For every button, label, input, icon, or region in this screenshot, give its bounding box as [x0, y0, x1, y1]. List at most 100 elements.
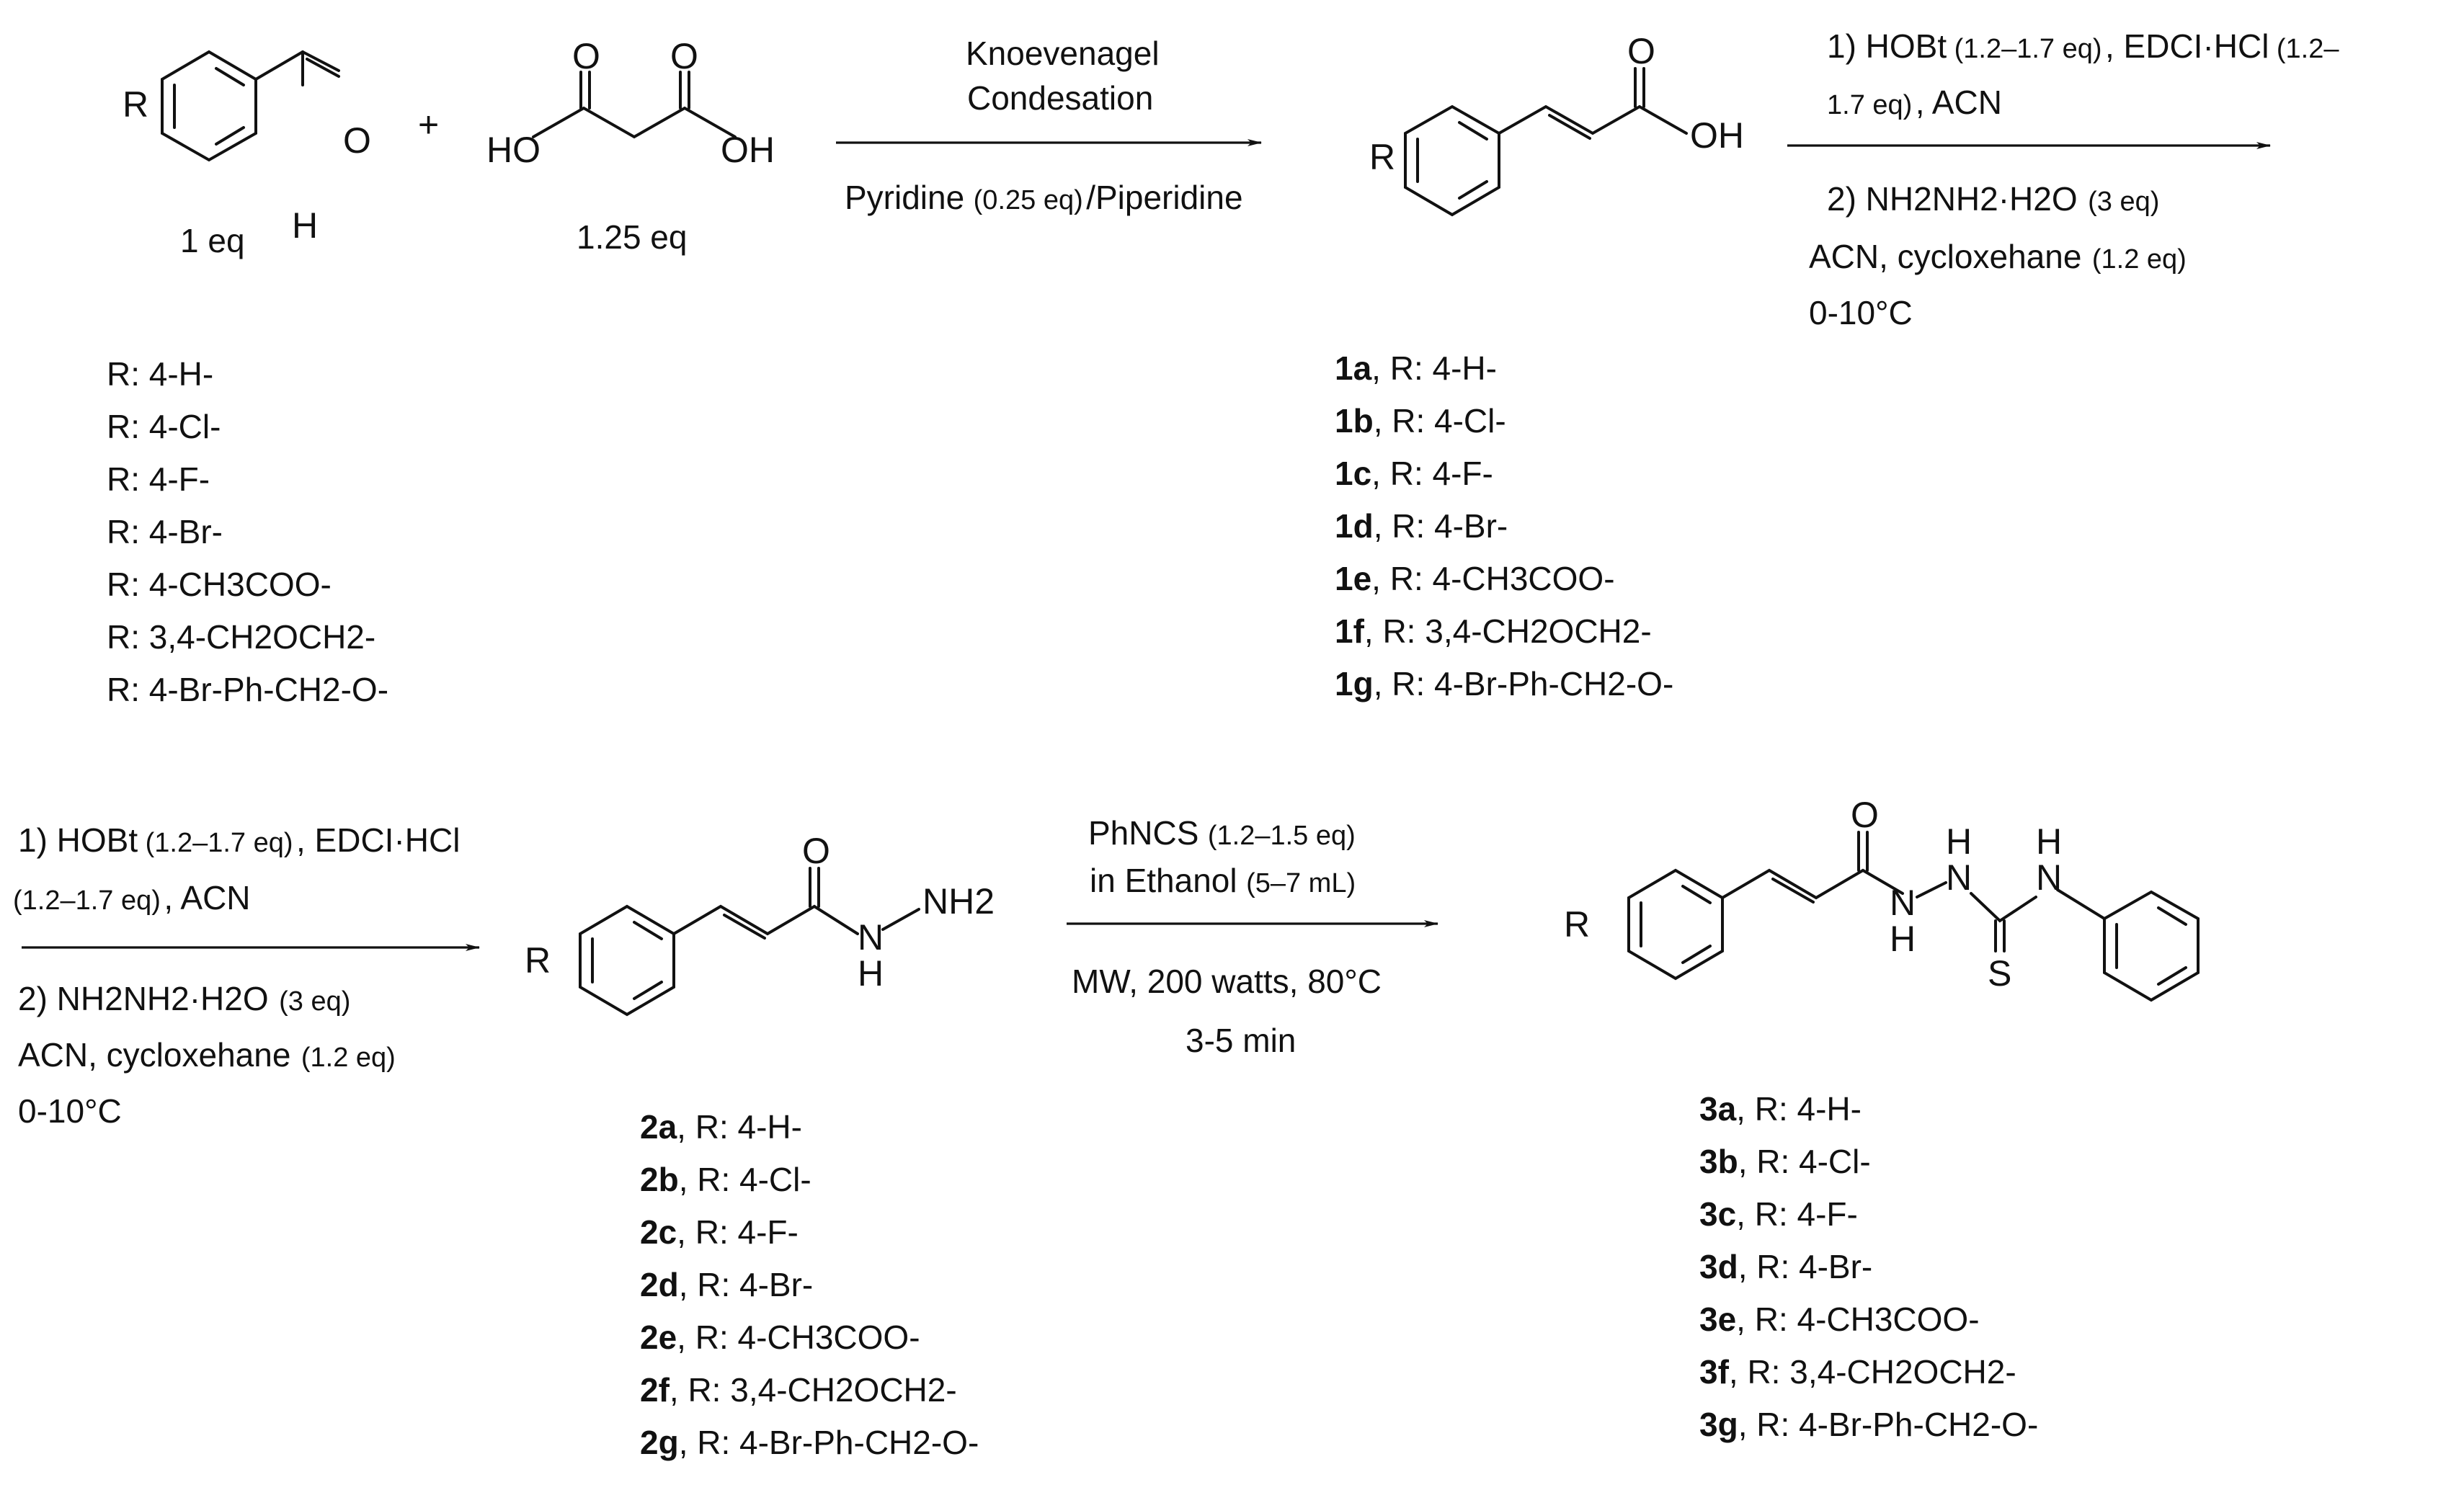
- compound-label: 3b, R: 4-Cl-: [1699, 1143, 1871, 1180]
- malonic-acid-structure: O O HO OH 1.25 eq: [486, 36, 775, 256]
- step2-l4: ACN, cycloxehane: [1809, 238, 2081, 275]
- step2r-l1: 1) HOBt: [18, 821, 138, 859]
- compound-label: 2e, R: 4-CH3COO-: [640, 1319, 920, 1356]
- step1-below-tail: /Piperidine: [1086, 179, 1242, 216]
- compound-label: 1b, R: 4-Cl-: [1335, 402, 1506, 440]
- step1-above-1: Knoevenagel: [966, 35, 1160, 72]
- aldehyde-r-label: R: [123, 84, 148, 125]
- step2r-l5: 0-10°C: [18, 1092, 122, 1130]
- compound-label: 3a, R: 4-H-: [1699, 1090, 1862, 1128]
- malonic-oxygen-1: O: [572, 36, 600, 76]
- step2-l4-small: (1.2 eq): [2092, 244, 2187, 275]
- svg-text:2) NH2NH2·H2O (3 eq): 2) NH2NH2·H2O (3 eq): [1827, 180, 2159, 218]
- svg-text:ACN, cycloxehane (1.2 eq: ACN, cycloxehane (1.2 eq): [1809, 238, 2187, 275]
- step3-l2-small: (5–7 mL): [1246, 868, 1356, 898]
- substituent-item: R: 4-Br-Ph-CH2-O-: [107, 671, 388, 708]
- svg-text:in Ethanol (5–7 mL): in Ethanol (5–7 mL): [1090, 862, 1356, 899]
- product1-oxygen: O: [1627, 31, 1655, 71]
- step3-conditions: PhNCS (1.2–1.5 eq) in Ethanol (5–7 mL) M…: [1067, 814, 1438, 1059]
- product3-hydrogen-1: H: [1890, 919, 1916, 959]
- step2r-l1-b: , EDCI·HCl: [296, 821, 460, 859]
- step1-below-small: (0.25 eq): [974, 185, 1083, 215]
- compound-label: 2a, R: 4-H-: [640, 1108, 802, 1146]
- product2-nitrogen: N: [858, 917, 884, 958]
- product2-r-label: R: [525, 940, 551, 981]
- step2-l2: 1.7 eq): [1827, 90, 1912, 120]
- product1-hydroxyl: OH: [1690, 115, 1744, 156]
- compound-label: 3e, R: 4-CH3COO-: [1699, 1301, 1980, 1338]
- step2r-l1-small: (1.2–1.7 eq): [146, 828, 293, 858]
- product3-nitrogen-2: N: [1946, 857, 1972, 898]
- step3-l1-small: (1.2–1.5 eq): [1208, 821, 1356, 851]
- step2-l1: 1) HOBt: [1827, 27, 1947, 65]
- svg-text:2) NH2NH2·H2O (3 eq): 2) NH2NH2·H2O (3 eq): [18, 980, 350, 1017]
- svg-text:1) HOBt (1.2–1.7 eq): 1) HOBt (1.2–1.7 eq) , EDCI·HCl (1.2–: [1827, 27, 2339, 65]
- compound-label: 1d, R: 4-Br-: [1335, 507, 1508, 545]
- substituent-list: R: 4-H- R: 4-Cl- R: 4-F- R: 4-Br- R: 4-C…: [107, 355, 388, 708]
- aldehyde-equiv: 1 eq: [180, 222, 245, 259]
- step2-l5: 0-10°C: [1809, 294, 1913, 331]
- step2-conditions: 1) HOBt (1.2–1.7 eq) , EDCI·HCl (1.2– 1.…: [1787, 27, 2339, 331]
- product3-hydrogen-3: H: [2036, 821, 2062, 862]
- step1-conditions: Knoevenagel Condesation Pyridine (0.25 e…: [836, 35, 1262, 216]
- compound-label: 1a, R: 4-H-: [1335, 349, 1497, 387]
- thiosemicarbazide-structure: R O N H N H N H S: [1564, 795, 2200, 1002]
- step2r-l3-small: (3 eq): [279, 986, 350, 1017]
- hydrazide-structure: R O N H NH2: [525, 831, 995, 1017]
- product2-amine: NH2: [922, 881, 995, 922]
- product1-compound-list: 1a, R: 4-H- 1b, R: 4-Cl- 1c, R: 4-F- 1d,…: [1335, 349, 1673, 702]
- malonic-equiv: 1.25 eq: [577, 218, 687, 256]
- step3-l2: in Ethanol: [1090, 862, 1237, 899]
- step3-l3: MW, 200 watts, 80°C: [1072, 963, 1382, 1000]
- product3-nitrogen-1: N: [1890, 883, 1916, 923]
- compound-label: 2g, R: 4-Br-Ph-CH2-O-: [640, 1424, 979, 1461]
- step2r-l3: 2) NH2NH2·H2O: [18, 980, 269, 1017]
- step2-l1-c: (1.2–: [2277, 34, 2339, 64]
- svg-text:ACN, cycloxehane (1.2 eq: ACN, cycloxehane (1.2 eq): [18, 1036, 396, 1074]
- compound-label: 2b, R: 4-Cl-: [640, 1161, 811, 1198]
- svg-text:PhNCS (1.2–1.5 eq): PhNCS (1.2–1.5 eq): [1088, 814, 1356, 852]
- step2-l3: 2) NH2NH2·H2O: [1827, 180, 2078, 218]
- malonic-oxygen-2: O: [670, 36, 698, 76]
- malonic-hydroxyl-1: HO: [486, 130, 541, 170]
- aldehyde-hydrogen: H: [292, 205, 318, 246]
- product2-oxygen: O: [802, 831, 830, 871]
- substituent-item: R: 3,4-CH2OCH2-: [107, 618, 375, 656]
- plus-sign: +: [418, 104, 439, 145]
- substituent-item: R: 4-Br-: [107, 513, 223, 550]
- product2-hydrogen: H: [858, 953, 884, 994]
- step1-above-2: Condesation: [967, 79, 1153, 117]
- substituent-item: R: 4-CH3COO-: [107, 566, 332, 603]
- product3-sulfur: S: [1988, 953, 2011, 994]
- cinnamic-acid-structure: R O OH: [1369, 31, 1744, 217]
- product1-r-label: R: [1369, 137, 1395, 177]
- svg-text:1) HOBt (1.2–1.7 eq): 1) HOBt (1.2–1.7 eq) , EDCI·HCl: [18, 821, 460, 859]
- compound-label: 1f, R: 3,4-CH2OCH2-: [1335, 612, 1652, 650]
- step2-l3-small: (3 eq): [2088, 187, 2159, 217]
- step2r-l4-small: (1.2 eq): [301, 1043, 396, 1073]
- compound-label: 2f, R: 3,4-CH2OCH2-: [640, 1371, 957, 1409]
- svg-text:(1.2–1.7 eq) , ACN: (1.2–1.7 eq) , ACN: [13, 879, 251, 916]
- compound-label: 3d, R: 4-Br-: [1699, 1248, 1872, 1285]
- product2-compound-list: 2a, R: 4-H- 2b, R: 4-Cl- 2c, R: 4-F- 2d,…: [640, 1108, 979, 1461]
- step1-below: Pyridine (0.25 eq) /Piperidine: [845, 179, 1243, 216]
- compound-label: 3f, R: 3,4-CH2OCH2-: [1699, 1353, 2016, 1391]
- aldehyde-structure: R O H 1 eq: [123, 50, 371, 259]
- product3-r-label: R: [1564, 904, 1590, 945]
- compound-label: 1g, R: 4-Br-Ph-CH2-O-: [1335, 665, 1673, 702]
- compound-label: 1e, R: 4-CH3COO-: [1335, 560, 1615, 597]
- product3-compound-list: 3a, R: 4-H- 3b, R: 4-Cl- 3c, R: 4-F- 3d,…: [1699, 1090, 2038, 1443]
- product3-hydrogen-2: H: [1946, 821, 1972, 862]
- step2r-l2-small: (1.2–1.7 eq): [13, 885, 161, 916]
- step3-l4: 3-5 min: [1186, 1022, 1296, 1059]
- aldehyde-oxygen: O: [343, 120, 371, 161]
- step2-l1-small: (1.2–1.7 eq): [1954, 34, 2102, 64]
- substituent-item: R: 4-Cl-: [107, 408, 221, 445]
- compound-label: 1c, R: 4-F-: [1335, 455, 1493, 492]
- substituent-item: R: 4-H-: [107, 355, 213, 393]
- step1-below-main: Pyridine: [845, 179, 964, 216]
- compound-label: 3g, R: 4-Br-Ph-CH2-O-: [1699, 1406, 2038, 1443]
- malonic-hydroxyl-2: OH: [721, 130, 775, 170]
- step3-l1: PhNCS: [1088, 814, 1198, 852]
